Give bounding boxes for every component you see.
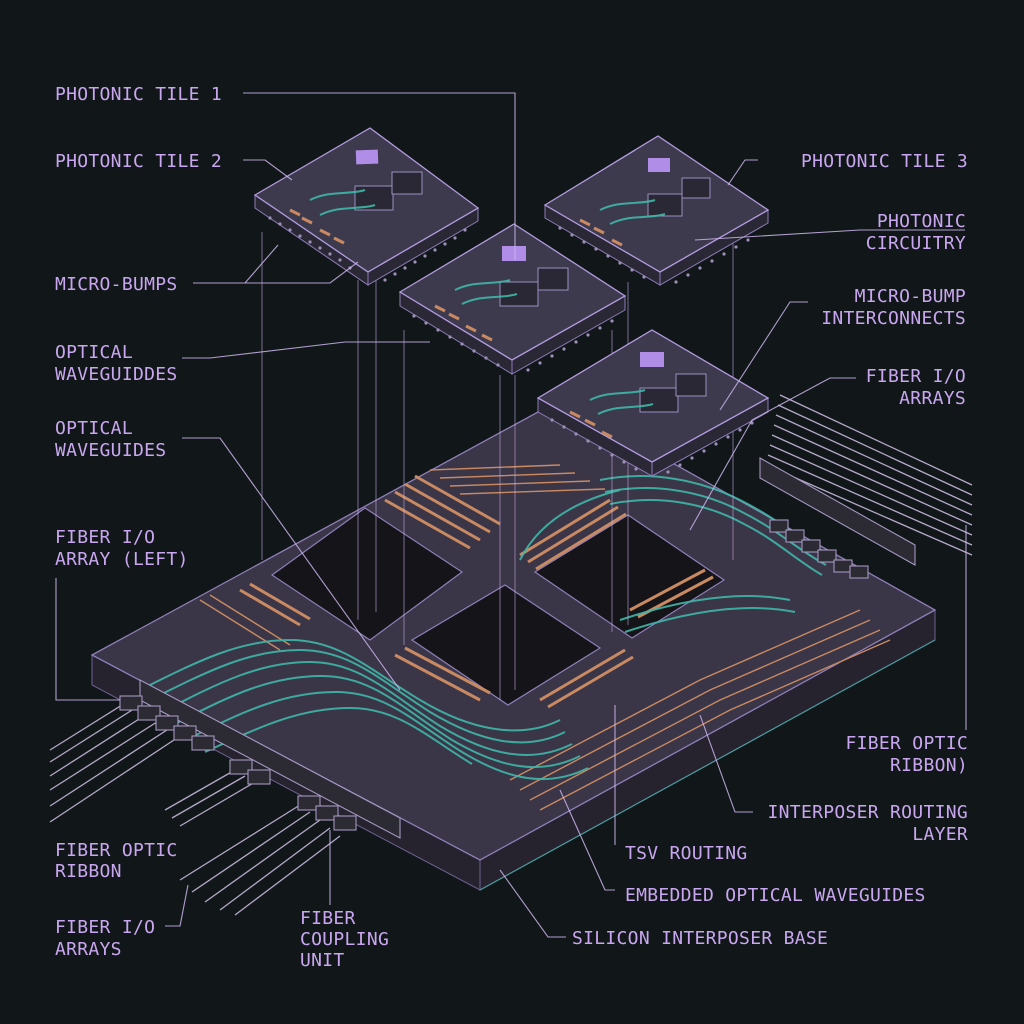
photonic-tile-4 (536, 329, 770, 477)
photonic-tile-3 (543, 135, 770, 286)
label-fiber-io-arrays-bottom-line1: FIBER I/O (55, 917, 155, 938)
label-photonic-circuitry-line1: PHOTONIC (877, 211, 966, 232)
label-photonic-tile-1: PHOTONIC TILE 1 (55, 84, 222, 105)
label-optical-waveguides-b-line1: OPTICAL (55, 418, 133, 439)
label-tsv-routing: TSV ROUTING (625, 843, 748, 864)
label-interposer-routing-layer-line1: INTERPOSER ROUTING (768, 802, 968, 823)
label-micro-bumps: MICRO-BUMPS (55, 274, 178, 295)
label-optical-waveguides-b-line2: WAVEGUIDES (55, 440, 166, 461)
label-embedded-optical-waveguides: EMBEDDED OPTICAL WAVEGUIDES (625, 885, 926, 906)
label-fiber-coupling-unit-line2: COUPLING (300, 929, 389, 950)
fiber-coupling-connectors (119, 457, 916, 839)
label-fiber-optic-ribbon-left-line2: RIBBON (55, 861, 122, 882)
label-fiber-io-array-left-line2: ARRAY (LEFT) (55, 549, 189, 570)
label-interposer-routing-layer-line2: LAYER (912, 824, 968, 845)
callout-labels: PHOTONIC TILE 1 PHOTONIC TILE 2 PHOTONIC… (55, 84, 968, 971)
photonic-tile-1 (398, 223, 627, 375)
label-photonic-circuitry-line2: CIRCUITRY (866, 233, 966, 254)
label-fiber-io-arrays-bottom-line2: ARRAYS (55, 939, 122, 960)
label-photonic-tile-2: PHOTONIC TILE 2 (55, 151, 222, 172)
label-silicon-interposer-base: SILICON INTERPOSER BASE (572, 928, 828, 949)
interposer-routing-traces (199, 464, 891, 811)
label-micro-bump-interconnects-line1: MICRO-BUMP (855, 286, 966, 307)
label-fiber-optic-ribbon-right-line2: RIBBON) (890, 755, 968, 776)
tile-sockets (270, 507, 726, 706)
photonic-tile-2 (253, 127, 480, 286)
label-photonic-tile-3: PHOTONIC TILE 3 (801, 151, 968, 172)
label-fiber-coupling-unit-line3: UNIT (300, 950, 345, 971)
label-fiber-coupling-unit-line1: FIBER (300, 908, 356, 929)
label-fiber-optic-ribbon-left-line1: FIBER OPTIC (55, 840, 178, 861)
label-fiber-io-arrays-right-line2: ARRAYS (899, 388, 966, 409)
fiber-ribbon-left (49, 699, 341, 916)
label-fiber-io-arrays-right-line1: FIBER I/O (866, 366, 966, 387)
label-fiber-io-array-left-line1: FIBER I/O (55, 527, 155, 548)
label-fiber-optic-ribbon-right-line1: FIBER OPTIC (845, 733, 968, 754)
leader-lines (55, 92, 967, 938)
embedded-optical-waveguides (139, 475, 831, 780)
label-micro-bump-interconnects-line2: INTERCONNECTS (821, 308, 966, 329)
label-optical-waveguides-a-line2: WAVEGUIDDES (55, 364, 178, 385)
fiber-ribbon-right (765, 394, 973, 556)
label-optical-waveguides-a-line1: OPTICAL (55, 342, 133, 363)
